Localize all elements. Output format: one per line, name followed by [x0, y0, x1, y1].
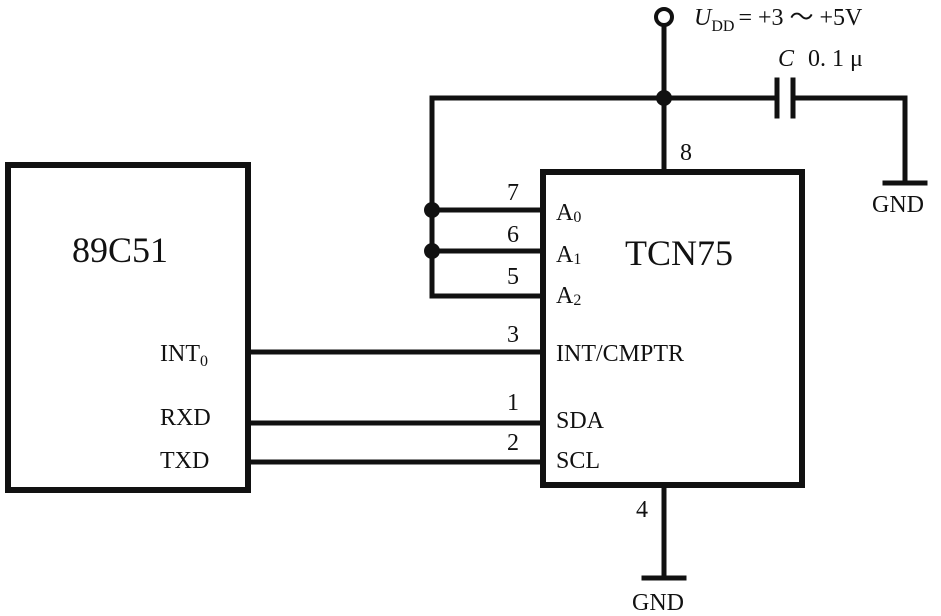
junction-a0 — [424, 202, 440, 218]
gnd-label-cap: GND — [872, 192, 924, 218]
pin-number-5: 5 — [507, 264, 519, 290]
pin-number-6: 6 — [507, 222, 519, 248]
sensor-pin-sda-label: SDA — [556, 408, 605, 434]
vdd-terminal — [654, 7, 674, 27]
mcu-pin-txd-label: TXD — [160, 448, 209, 474]
gnd-label-bottom: GND — [632, 590, 684, 616]
junction-vdd — [656, 90, 672, 106]
sensor-pin-a2-label: A2 — [556, 283, 581, 309]
sensor-pin-int-label: INT/CMPTR — [556, 341, 684, 367]
sensor-name: TCN75 — [625, 233, 733, 273]
pin-number-1: 1 — [507, 390, 519, 416]
pin-number-4: 4 — [636, 497, 648, 523]
junction-a1 — [424, 243, 440, 259]
sensor-pin-a0-label: A0 — [556, 200, 581, 226]
mcu-name: 89C51 — [72, 230, 168, 270]
tcn75-box — [540, 169, 805, 488]
pin-number-3: 3 — [507, 322, 519, 348]
sensor-pin-a1-label: A1 — [556, 242, 581, 268]
pin-number-8: 8 — [680, 140, 692, 166]
mcu-89c51-box — [5, 162, 251, 493]
mcu-pin-int0-label: INT0 — [160, 341, 208, 370]
supply-label: UDD= +3 ～ +5V — [694, 5, 863, 35]
pin-number-7: 7 — [507, 180, 519, 206]
mcu-pin-rxd-label: RXD — [160, 405, 211, 431]
sensor-pin-scl-label: SCL — [556, 448, 600, 474]
pin-number-2: 2 — [507, 430, 519, 456]
